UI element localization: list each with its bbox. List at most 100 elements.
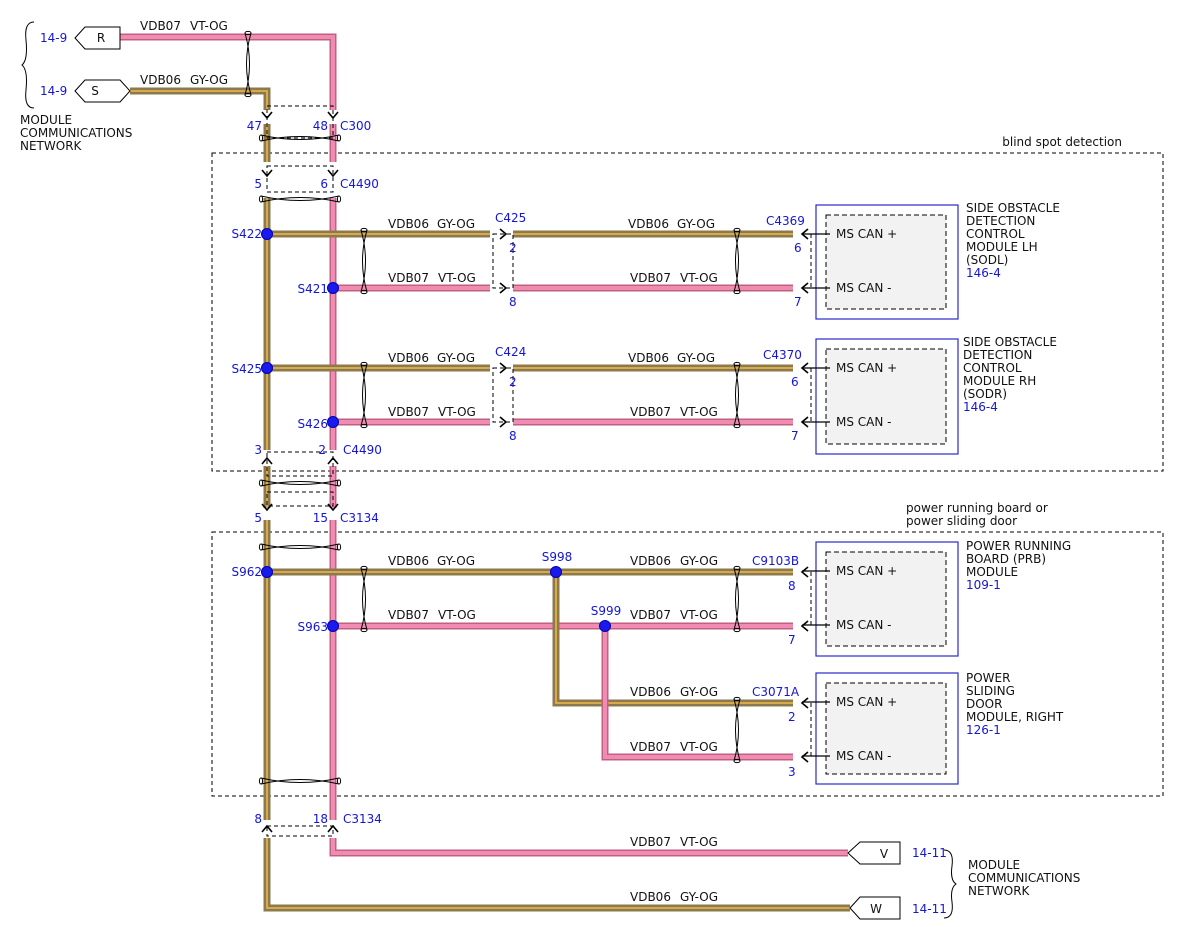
c300-pin-47: 47 xyxy=(247,119,262,133)
module-titles: SIDE OBSTACLE DETECTION CONTROL MODULE L… xyxy=(963,201,1071,737)
sodl-inner-box xyxy=(825,214,947,310)
connector-w-shape xyxy=(849,896,901,920)
c4490-top-outline xyxy=(266,165,334,193)
arrow-c425-8 xyxy=(499,282,508,294)
twist-bottom xyxy=(260,777,340,785)
wire-labels: VDB07 VT-OG VDB06 GY-OG VDB06 GY-OG VDB0… xyxy=(140,19,718,904)
twist-prb-b xyxy=(733,567,741,631)
wire-label-sodl-gy-1: VDB06 xyxy=(388,217,429,231)
c3134-bot-name: C3134 xyxy=(343,812,382,826)
twist-psd-cap-b xyxy=(733,758,741,764)
splice-label-s426: S426 xyxy=(297,417,328,431)
c4370-pin-6: 6 xyxy=(791,375,799,389)
twist-sodl-b-cap-b xyxy=(733,289,741,295)
c3134-top-pin-5: 5 xyxy=(254,511,262,525)
psd-can-minus: MS CAN - xyxy=(836,749,892,763)
prb-title-1: POWER RUNNING xyxy=(966,539,1071,553)
sodl-can-plus: MS CAN + xyxy=(836,227,897,241)
c424-outline xyxy=(492,367,514,423)
wire-psd-gy-core xyxy=(555,572,793,704)
twist-c4490-cap-b xyxy=(336,195,342,203)
arrow-c9103b-8 xyxy=(800,566,809,578)
wire-psd-vt-core xyxy=(603,626,793,759)
wire-label-prb-gy-1: VDB06 xyxy=(388,554,429,568)
splice-group xyxy=(261,228,611,632)
twist-c3134-cap-b xyxy=(336,543,342,551)
wire-label-sodr-vt-2: VDB07 xyxy=(630,405,671,419)
twist-bottom-cap-b xyxy=(336,777,342,785)
twist-top xyxy=(244,32,252,96)
sodr-ref: 146-4 xyxy=(963,400,998,414)
arrow-c4490b-vt xyxy=(327,456,339,465)
sodl-title-3: CONTROL xyxy=(966,227,1025,241)
prb-inner-box xyxy=(825,551,947,647)
splice-label-s998: S998 xyxy=(542,550,573,564)
brace-top xyxy=(21,21,35,109)
wire-label-bot-vt: VDB07 xyxy=(630,835,671,849)
c3134-top-pin-15: 15 xyxy=(313,511,328,525)
c424-name: C424 xyxy=(495,345,526,359)
sodl-title-4: MODULE LH xyxy=(966,240,1038,254)
wire-color-prb-gy-1: GY-OG xyxy=(437,554,475,568)
connector-v-shape xyxy=(847,841,901,865)
twist-sodr-a-cap-a xyxy=(360,361,368,367)
connector-outlines xyxy=(266,105,812,837)
wire-bot-gy-outer xyxy=(263,838,850,912)
c3134-bot-pin-18: 18 xyxy=(313,812,328,826)
connector-v-label: V xyxy=(880,847,889,861)
wire-color-psd-vt: VT-OG xyxy=(680,740,718,754)
prb-can-plus: MS CAN + xyxy=(836,564,897,578)
arrow-c300-gy xyxy=(261,111,273,120)
sodr-title-5: (SODR) xyxy=(963,387,1007,401)
arrow-c3134-gy xyxy=(261,503,273,512)
arrow-group xyxy=(261,111,809,833)
c3071a-pin-2: 2 xyxy=(788,710,796,724)
twist-prb-a xyxy=(360,567,368,631)
splice-label-s425: S425 xyxy=(231,362,262,376)
wire-label-sodr-gy-1: VDB06 xyxy=(388,351,429,365)
sodl-title-2: DETECTION xyxy=(966,214,1035,228)
sodr-title-4: MODULE RH xyxy=(963,374,1036,388)
splice-label-s421: S421 xyxy=(297,282,328,296)
twist-prb-a-cap-b xyxy=(360,627,368,633)
twist-sodl-b-cap-a xyxy=(733,227,741,233)
splice-s962 xyxy=(261,566,273,578)
network-label-top-1: MODULE xyxy=(20,113,72,127)
twist-sodr-a xyxy=(360,363,368,427)
twist-sodr-b-cap-a xyxy=(733,361,741,367)
splice-labels: S422 S421 S425 S426 S962 S963 S998 S999 xyxy=(231,227,621,634)
psd-title-2: SLIDING xyxy=(966,684,1015,698)
sodl-can-minus: MS CAN - xyxy=(836,281,892,295)
wire-label-prb-vt-2: VDB07 xyxy=(630,608,671,622)
c4369-pin-7: 7 xyxy=(794,295,802,309)
wire-color-bot-vt: VT-OG xyxy=(680,835,718,849)
psd-title-4: MODULE, RIGHT xyxy=(966,710,1064,724)
sodr-can-plus: MS CAN + xyxy=(836,361,897,375)
prb-title-3: MODULE xyxy=(966,565,1018,579)
ref-14-11-w: 14-11 xyxy=(912,902,947,916)
zone-power-running xyxy=(211,531,1164,797)
wire-color-top-gy: GY-OG xyxy=(190,73,228,87)
zone-power-running-label-2: power sliding door xyxy=(906,514,1017,528)
wire-color-prb-vt-1: VT-OG xyxy=(438,608,476,622)
module-group: MS CAN + MS CAN - MS CAN + MS CAN - MS CAN +… xyxy=(802,204,959,785)
twist-sodl-b xyxy=(733,229,741,293)
sodl-ref: 146-4 xyxy=(966,266,1001,280)
wire-color-sodr-vt-2: VT-OG xyxy=(680,405,718,419)
sodr-title-2: DETECTION xyxy=(963,348,1032,362)
network-label-bot-3: NETWORK xyxy=(968,884,1031,898)
wire-label-sodr-vt-1: VDB07 xyxy=(388,405,429,419)
psd-can-plus: MS CAN + xyxy=(836,695,897,709)
c4490-bot-name: C4490 xyxy=(343,443,382,457)
twist-psd-cap-a xyxy=(733,696,741,702)
wire-color-sodl-gy-1: GY-OG xyxy=(437,217,475,231)
zone-blind-spot-label: blind spot detection xyxy=(1002,135,1122,149)
psd-title-1: POWER xyxy=(966,671,1010,685)
wire-label-sodl-vt-2: VDB07 xyxy=(630,271,671,285)
twist-c300 xyxy=(260,134,340,142)
zone-blind-spot xyxy=(211,152,1164,472)
splice-label-s999: S999 xyxy=(591,604,622,618)
c425-name: C425 xyxy=(495,211,526,225)
c3134-top-name: C3134 xyxy=(340,511,379,525)
